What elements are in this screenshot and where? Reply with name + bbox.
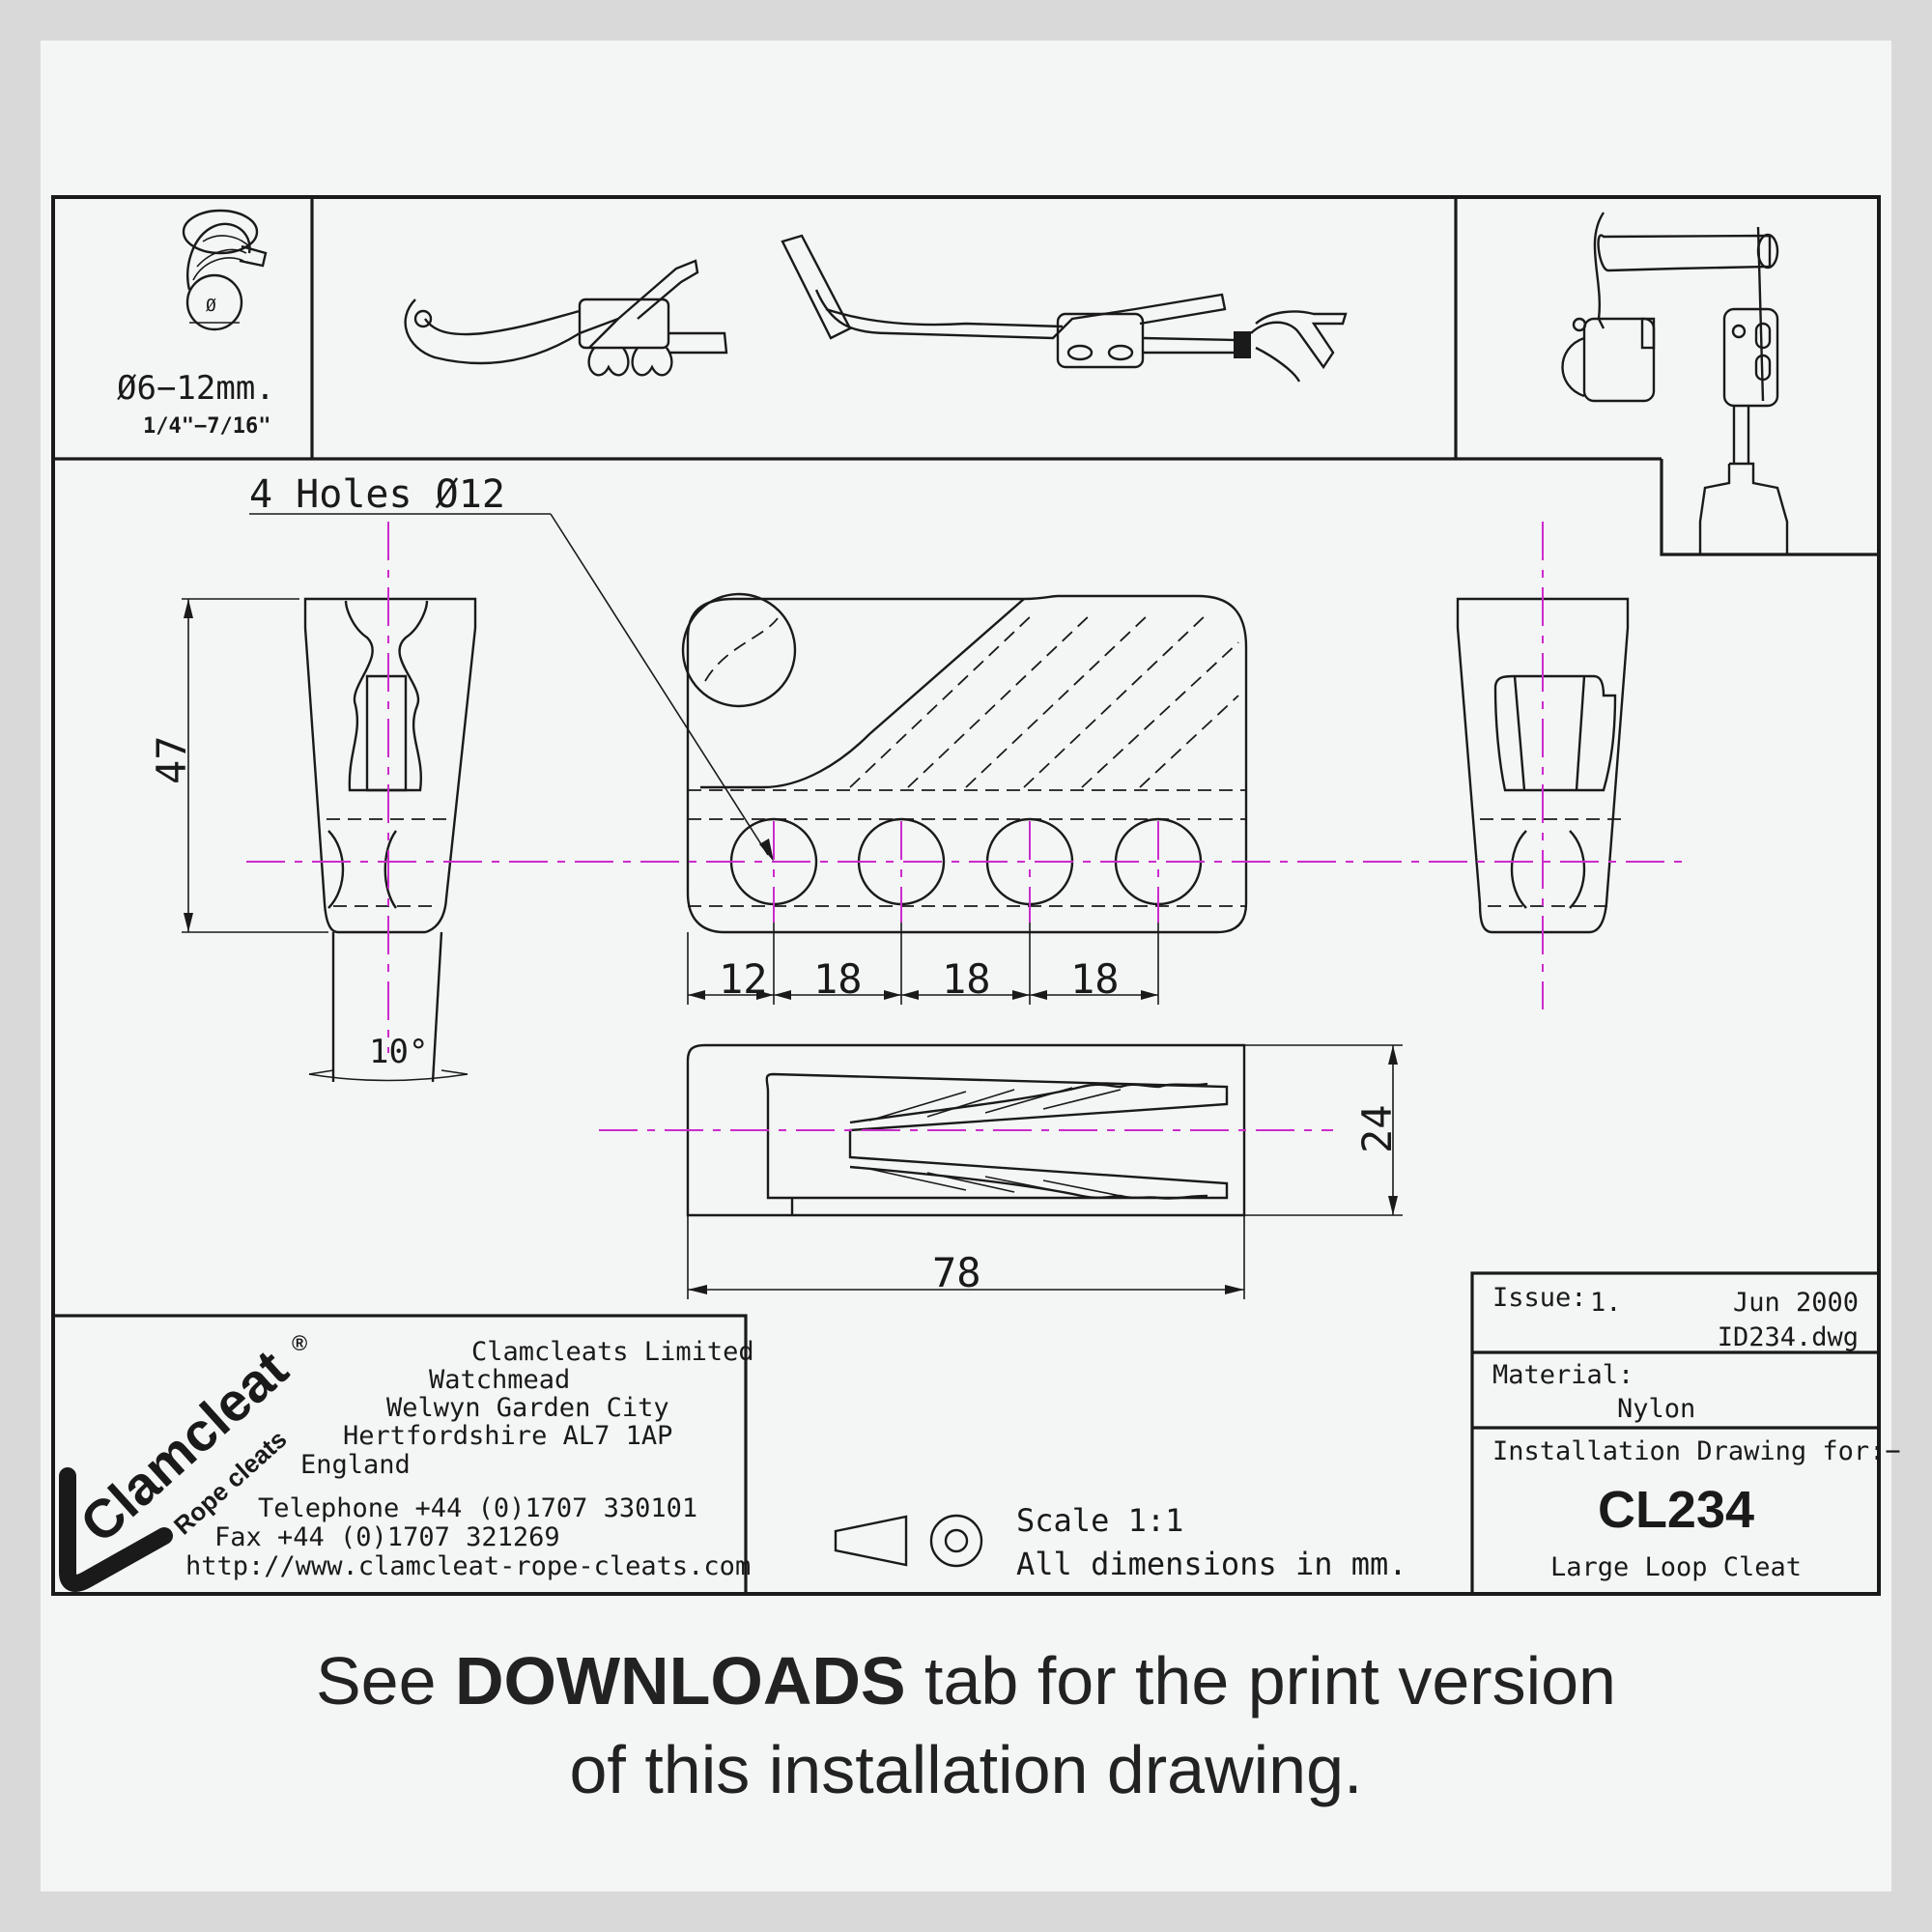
rope-diameter-imperial: 1/4"−7/16" xyxy=(143,414,270,439)
material-label: Material: xyxy=(1492,1360,1634,1390)
dim-18-a: 18 xyxy=(813,955,863,1003)
projection-symbol xyxy=(834,1514,983,1568)
units-text: All dimensions in mm. xyxy=(1016,1546,1407,1582)
address-line-1: Watchmead xyxy=(429,1365,570,1395)
dim-12: 12 xyxy=(719,955,768,1003)
rope-diameter-symbol: Ø xyxy=(206,296,216,316)
caption-pre: See xyxy=(315,1643,455,1719)
issue-date: Jun 2000 xyxy=(1733,1288,1859,1318)
height-dimension xyxy=(182,598,328,933)
depth-dimension xyxy=(1244,1044,1403,1216)
address-line-3: Hertfordshire AL7 1AP xyxy=(343,1421,672,1451)
scale-text: Scale 1:1 xyxy=(1016,1502,1183,1539)
pitch-dimensions xyxy=(687,908,1159,1005)
address-line-4: England xyxy=(300,1450,411,1480)
issue-label: Issue: xyxy=(1492,1283,1587,1313)
telephone: Telephone +44 (0)1707 330101 xyxy=(258,1493,697,1523)
part-number: CL234 xyxy=(1598,1481,1754,1539)
angle-dim: 10° xyxy=(369,1033,428,1071)
title-block-text: Issue: 1. Jun 2000 ID234.dwg Material: N… xyxy=(1492,1283,1901,1582)
drawing-file: ID234.dwg xyxy=(1718,1322,1859,1352)
rope-diameter: Ø6−12mm. xyxy=(117,369,275,408)
holes-callout xyxy=(249,513,774,862)
part-name: Large Loop Cleat xyxy=(1550,1552,1802,1582)
front-view xyxy=(681,592,1248,934)
title-block xyxy=(1470,1271,1881,1596)
left-side-view xyxy=(303,597,477,1083)
caption-line-2: of this installation drawing. xyxy=(569,1732,1363,1807)
company-address: Clamcleats Limited Watchmead Welwyn Gard… xyxy=(185,1337,754,1581)
website-link: http://www.clamcleat-rope-cleats.com xyxy=(185,1551,751,1581)
company-name: Clamcleats Limited xyxy=(471,1337,754,1367)
issue-value: 1. xyxy=(1590,1288,1622,1318)
usage-illustration-1 xyxy=(404,259,728,377)
hatching xyxy=(849,612,1239,788)
dim-18-b: 18 xyxy=(942,955,991,1003)
right-side-view xyxy=(1456,597,1630,934)
install-label: Installation Drawing for:− xyxy=(1492,1436,1901,1466)
fax: Fax +44 (0)1707 321269 xyxy=(214,1522,560,1552)
plan-view xyxy=(686,1043,1246,1217)
centerlines xyxy=(246,522,1686,1131)
rope-icon xyxy=(182,209,268,331)
dim-18-c: 18 xyxy=(1070,955,1120,1003)
usage-illustration-3 xyxy=(1561,212,1789,554)
drawing-border xyxy=(51,195,1881,1596)
depth-dim: 24 xyxy=(1353,1104,1401,1153)
downloads-tab-reference: DOWNLOADS xyxy=(454,1643,906,1719)
caption-line-1: See DOWNLOADS tab for the print version xyxy=(0,1642,1932,1719)
logo-registered-mark: ® xyxy=(292,1331,307,1355)
length-dim: 78 xyxy=(932,1249,981,1296)
company-block xyxy=(51,1314,748,1596)
material-value: Nylon xyxy=(1617,1394,1695,1424)
length-dimension xyxy=(687,1215,1245,1299)
address-line-2: Welwyn Garden City xyxy=(386,1393,669,1423)
caption-post: tab for the print version xyxy=(905,1643,1616,1719)
usage-illustration-2 xyxy=(781,234,1348,383)
height-dim: 47 xyxy=(148,735,195,784)
holes-callout-text: 4 Holes Ø12 xyxy=(249,472,505,517)
